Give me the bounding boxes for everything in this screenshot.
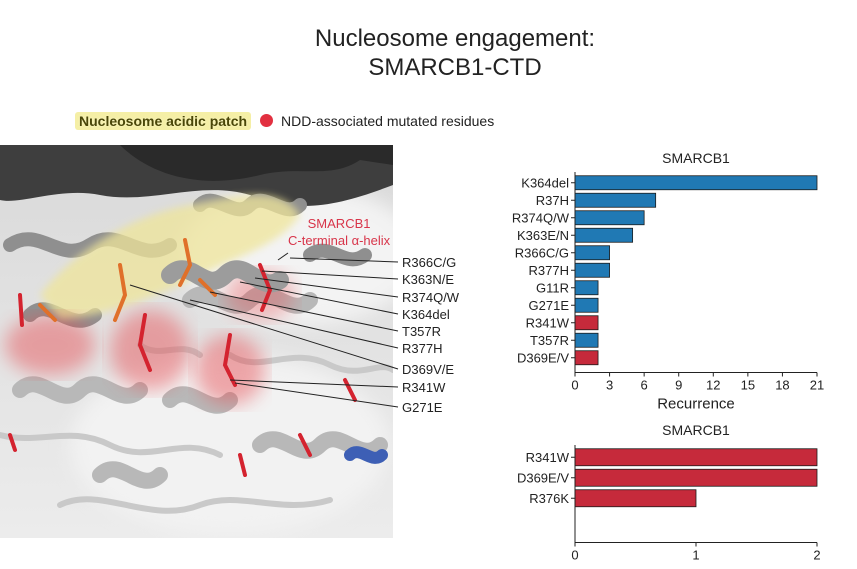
legend-mutated-label: NDD-associated mutated residues (281, 113, 495, 129)
category-label: R376K (529, 491, 569, 506)
residue-label: G271E (402, 400, 443, 415)
structure-render (0, 145, 393, 538)
category-label: G11R (536, 280, 569, 295)
x-tick-label: 2 (813, 548, 820, 563)
bar (574, 210, 645, 226)
x-tick-label: 15 (741, 378, 755, 393)
x-tick-label: 6 (641, 378, 648, 393)
x-tick-label: 0 (571, 548, 578, 563)
helix-label-line-2: C-terminal α-helix (288, 233, 391, 248)
bar (574, 245, 610, 261)
bar (574, 448, 818, 467)
category-label: R341W (526, 450, 570, 465)
figure-title: Nucleosome engagement: SMARCB1-CTD (0, 24, 857, 82)
protein-structure-image (0, 145, 393, 538)
bar (574, 297, 599, 313)
title-line-1: Nucleosome engagement: (314, 25, 596, 52)
legend-mutated-dot-icon (260, 114, 273, 127)
residue-label: D369V/E (402, 362, 455, 377)
residue-label: R341W (402, 380, 446, 395)
category-label: R374Q/W (512, 210, 570, 225)
category-label: G271E (529, 298, 570, 313)
category-label: D369E/V (517, 350, 569, 365)
residue-label: K364del (402, 307, 450, 322)
legend-acidic-patch-label: Nucleosome acidic patch (75, 112, 252, 130)
x-tick-label: 0 (571, 378, 578, 393)
bar (574, 280, 599, 296)
x-tick-label: 3 (606, 378, 613, 393)
x-tick-label: 12 (706, 378, 720, 393)
category-label: K363E/N (517, 228, 569, 243)
bar (574, 262, 610, 278)
x-tick-label: 9 (675, 378, 682, 393)
residue-label: T357R (402, 324, 442, 339)
chart-title: SMARCB1 (662, 150, 730, 166)
x-tick-label: 21 (810, 378, 824, 393)
bar (574, 332, 599, 348)
category-label: R37H (536, 193, 569, 208)
residue-label: K363N/E (402, 272, 455, 287)
bar (574, 192, 657, 208)
bar (574, 227, 634, 243)
category-label: R366C/G (515, 245, 569, 260)
residue-label: R374Q/W (402, 290, 460, 305)
category-label: D369E/V (517, 470, 569, 485)
helix-label: SMARCB1 C-terminal α-helix (288, 215, 390, 249)
category-label: T357R (530, 333, 569, 348)
helix-label-line-1: SMARCB1 (307, 216, 371, 231)
bar (574, 175, 818, 191)
category-label: R377H (529, 263, 569, 278)
residue-label: R366C/G (402, 255, 457, 270)
x-axis-label: Recurrence (657, 396, 735, 413)
residue-label: R377H (402, 341, 443, 356)
title-line-2: SMARCB1-CTD (368, 54, 542, 81)
chart-title: SMARCB1 (662, 422, 730, 438)
bar (574, 468, 818, 487)
category-label: K364del (521, 175, 569, 190)
bar (574, 489, 697, 508)
bar (574, 350, 599, 366)
x-tick-label: 18 (775, 378, 789, 393)
category-label: R341W (526, 315, 570, 330)
x-tick-label: 1 (692, 548, 699, 563)
bar (574, 315, 599, 331)
